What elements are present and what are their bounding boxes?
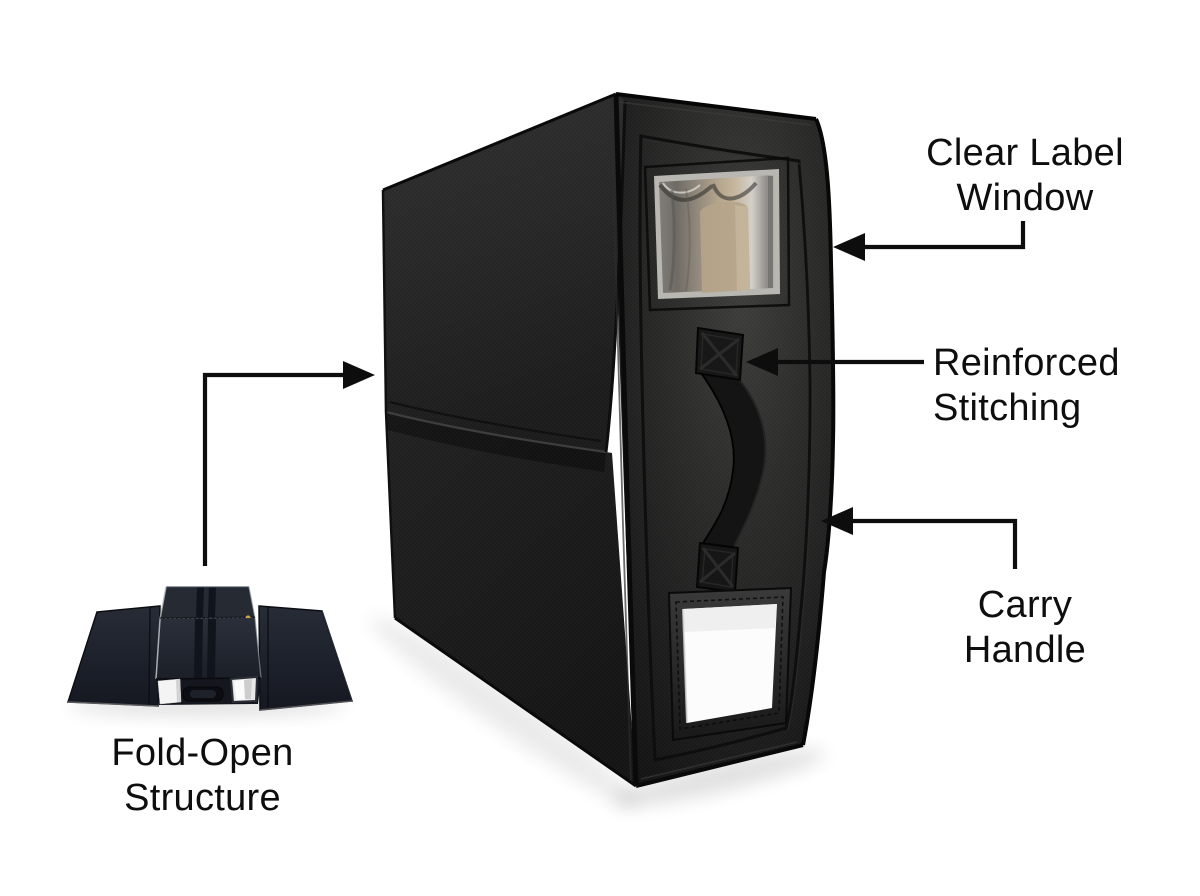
fold-open-inset (66, 586, 354, 716)
inset-front (155, 675, 262, 705)
callout-line: Structure (124, 777, 281, 819)
spine-panel-seam (638, 134, 812, 762)
callout-line: Carry (977, 584, 1073, 626)
callout-line: Window (956, 177, 1094, 219)
inset-body (155, 617, 262, 680)
callout-clear-label-window: Clear Label Window (860, 131, 1190, 221)
arrowhead-reinforced-stitching (746, 348, 778, 376)
inset-lid (159, 586, 256, 620)
arrow-fold-open-structure (202, 372, 346, 566)
arrowhead-carry-handle (821, 507, 853, 535)
arrowhead-clear-label-window (833, 233, 865, 261)
callout-line: Reinforced (933, 342, 1120, 384)
callout-line: Clear Label (926, 132, 1124, 174)
main-box-shadow (369, 616, 826, 808)
callout-line: Handle (963, 629, 1087, 671)
inset-label-window (229, 675, 259, 704)
inset-left-flap (66, 605, 161, 707)
reinforced-stitch-bottom-anchor (695, 541, 740, 594)
reinforced-stitch-top-anchor (694, 326, 745, 382)
arrow-clear-label-window (861, 221, 1026, 250)
bottom-label-window (667, 586, 793, 742)
clear-label-window (643, 156, 791, 312)
callout-line: Fold-Open (111, 732, 294, 774)
callout-carry-handle: Carry Handle (870, 583, 1180, 673)
arrowhead-fold-open-structure (343, 361, 375, 389)
arrow-carry-handle (850, 518, 1018, 569)
callout-fold-open-structure: Fold-Open Structure (50, 731, 355, 821)
callout-line: Stitching (933, 387, 1082, 429)
callout-reinforced-stitching: Reinforced Stitching (933, 341, 1193, 431)
main-box-illustration (381, 92, 836, 788)
